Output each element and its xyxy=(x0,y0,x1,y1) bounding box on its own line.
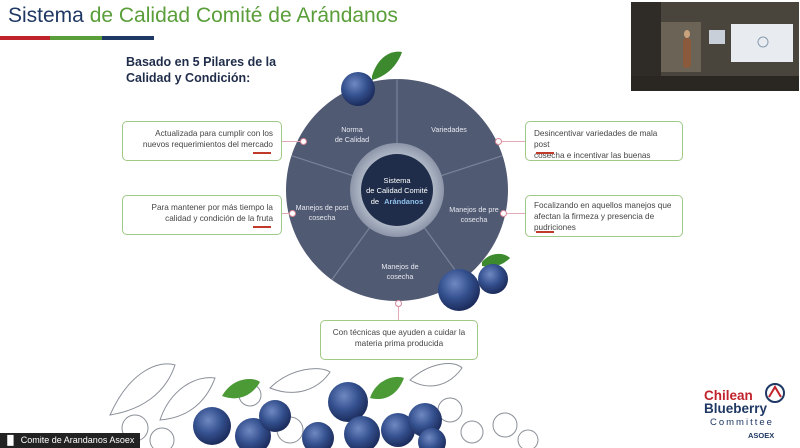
logo-line-2: Blueberry xyxy=(704,401,768,416)
center-line-1: Sistema xyxy=(383,176,411,185)
subtitle-line-1: Basado en 5 Pilares de la xyxy=(126,55,277,69)
logo-line-3: Committee xyxy=(710,417,774,428)
accent-bar-red xyxy=(0,36,50,40)
callout-text: Desincentivar variedades de mala post xyxy=(534,129,658,149)
sketch-berry-icon xyxy=(460,420,484,444)
blueberry-icon xyxy=(418,428,446,448)
blueberry-icon xyxy=(438,269,480,311)
callout-text: cosecha e incentivar las buenas xyxy=(534,151,651,160)
presenter-head xyxy=(684,30,690,38)
leaf-icon xyxy=(222,378,260,399)
blueberry-icon xyxy=(193,407,231,445)
center-line-2: de Calidad Comité xyxy=(366,186,428,195)
blueberry-icon xyxy=(328,382,368,422)
callout-text: materia prima producida xyxy=(354,339,444,348)
segment-cosecha-line-1: Manejos de xyxy=(381,262,418,271)
connector-dot xyxy=(395,300,402,307)
small-screen xyxy=(709,30,725,44)
callout-post-cosecha: Para mantener por más tiempo la calidad … xyxy=(122,195,282,235)
title-part-1: Sistema xyxy=(8,4,84,27)
blueberry-icon xyxy=(344,416,380,448)
blueberry-icon xyxy=(259,400,291,432)
segment-norma-line-2: de Calidad xyxy=(335,135,369,144)
callout-cosecha: Con técnicas que ayuden a cuidar la mate… xyxy=(320,320,478,360)
blueberry-icon xyxy=(381,413,415,447)
sketch-leaf-icon xyxy=(269,368,331,393)
blueberry-icon xyxy=(341,72,375,106)
presenter-body xyxy=(683,38,691,68)
sketch-berry-icon xyxy=(492,412,518,438)
segment-pre-line-1: Manejos de pre xyxy=(449,205,499,214)
accent-bar-blue xyxy=(102,36,154,40)
title-part-2: de Calidad Comité de Arándanos xyxy=(89,4,398,27)
audio-bars-icon: ▐▌ xyxy=(4,435,17,445)
leaf-icon xyxy=(370,376,404,400)
callout-norma: Actualizada para cumplir con los nuevos … xyxy=(122,121,282,161)
segment-pre-line-2: cosecha xyxy=(461,215,488,224)
callout-pre-cosecha: Focalizando en aquellos manejos que afec… xyxy=(525,195,683,237)
slide-title: Sistema de Calidad Comité de Arándanos xyxy=(8,4,398,28)
blueberry-icon xyxy=(478,264,508,294)
blueberry-icon xyxy=(235,418,271,448)
segment-post-line-1: Manejos de post xyxy=(296,203,349,212)
connector-line xyxy=(398,303,399,321)
callout-variedades: Desincentivar variedades de mala post co… xyxy=(525,121,683,161)
sketch-leaf-icon xyxy=(409,363,463,387)
center-hub xyxy=(361,154,433,226)
callout-text: Actualizada para cumplir con los xyxy=(155,129,273,138)
connector-dot xyxy=(300,138,307,145)
leaf-icon xyxy=(372,51,402,80)
sketch-leaf-icon xyxy=(159,377,216,421)
connector-line xyxy=(505,213,525,214)
connector-line xyxy=(500,141,525,142)
segment-cosecha-line-2: cosecha xyxy=(387,272,414,281)
presenter-video[interactable] xyxy=(631,2,799,91)
logo-line-4: ASOEX xyxy=(748,431,775,440)
callout-text: calidad y condición de la fruta xyxy=(165,214,273,223)
room-floor xyxy=(631,76,799,91)
center-line-3-bold: Arándanos xyxy=(384,197,423,206)
underline-accent xyxy=(536,152,554,154)
segment-variedades: Variedades xyxy=(431,125,467,134)
sketch-berry-icon xyxy=(149,427,175,448)
participant-name-label: ▐▌Comite de Arandanos Asoex xyxy=(0,433,141,448)
callout-text: nuevos requerimientos del mercado xyxy=(142,140,273,149)
segment-norma-line-1: Norma xyxy=(341,125,363,134)
blueberry-icon xyxy=(302,422,334,448)
center-line-3-pre: de xyxy=(371,197,379,206)
subtitle-line-2: Calidad y Condición: xyxy=(126,71,251,85)
room-panel xyxy=(661,22,701,72)
logo-line-1: Chilean xyxy=(704,388,753,403)
sketch-leaf-icon xyxy=(109,363,176,416)
callout-text: pudriciones xyxy=(534,223,576,232)
callout-text: Con técnicas que ayuden a cuidar la xyxy=(332,328,466,337)
slide-subtitle: Basado en 5 Pilares de la Calidad y Cond… xyxy=(126,54,276,86)
projected-diagram-icon xyxy=(757,36,769,48)
connector-dot xyxy=(500,210,507,217)
underline-accent xyxy=(536,231,554,233)
callout-text: afectan la firmeza y presencia de xyxy=(534,212,655,221)
connector-line xyxy=(282,141,304,142)
center-line-3: de Arándanos xyxy=(371,197,424,206)
chilean-blueberry-logo: Chilean Blueberry Committee ASOEX xyxy=(704,382,796,444)
accent-bar-green xyxy=(50,36,102,40)
underline-accent xyxy=(253,152,271,154)
logo-mark-icon xyxy=(765,383,785,403)
video-scene xyxy=(631,2,799,91)
leaf-icon xyxy=(482,253,510,267)
projection-screen xyxy=(731,24,793,62)
sketch-berry-icon xyxy=(517,429,539,448)
connector-dot xyxy=(289,210,296,217)
callout-text: Para mantener por más tiempo la xyxy=(151,203,273,212)
segment-post-line-2: cosecha xyxy=(309,213,336,222)
callout-text: Focalizando en aquellos manejos que xyxy=(534,201,672,210)
connector-line xyxy=(282,213,294,214)
participant-name: Comite de Arandanos Asoex xyxy=(20,435,135,445)
underline-accent xyxy=(253,226,271,228)
connector-dot xyxy=(495,138,502,145)
